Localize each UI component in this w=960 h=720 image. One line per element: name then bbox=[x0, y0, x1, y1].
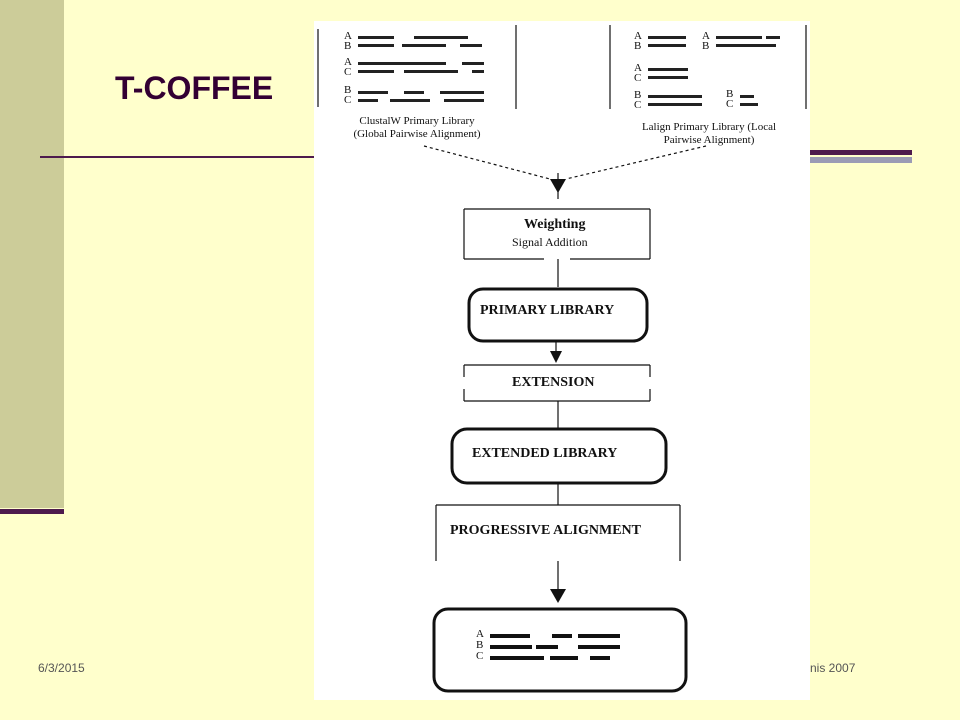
signal-addition-label: Signal Addition bbox=[512, 235, 588, 249]
footer-date: 6/3/2015 bbox=[38, 661, 85, 675]
lalign-seq-b-2: B bbox=[702, 40, 710, 52]
lalign-seq-b-1: B bbox=[634, 40, 642, 52]
lalign-seq-a-2: A bbox=[702, 30, 710, 42]
clustal-caption: ClustalW Primary Library (Global Pairwis… bbox=[332, 115, 502, 141]
footer-author: nis 2007 bbox=[810, 661, 856, 675]
clustal-seq-c-2: C bbox=[344, 94, 352, 106]
lalign-caption-line-2: Pairwise Alignment) bbox=[663, 134, 755, 146]
clustal-caption-line-1: ClustalW Primary Library bbox=[359, 115, 475, 127]
lalign-caption: Lalign Primary Library (Local Pairwise A… bbox=[614, 121, 804, 147]
title-underline bbox=[40, 156, 330, 158]
extension-label: EXTENSION bbox=[512, 375, 595, 390]
extended-library-label: EXTENDED LIBRARY bbox=[472, 446, 618, 461]
slide-title: T-COFFEE bbox=[115, 70, 274, 106]
tcoffee-flowchart-figure: A B A C B C ClustalW Primary Library (Gl… bbox=[314, 21, 810, 700]
lalign-caption-line-1: Lalign Primary Library (Local bbox=[641, 121, 777, 133]
clustal-caption-line-2: (Global Pairwise Alignment) bbox=[353, 128, 481, 140]
title-underline-right bbox=[808, 150, 912, 155]
title-underline-right-shadow bbox=[808, 157, 912, 163]
flowchart-lines bbox=[317, 25, 807, 693]
lalign-seq-b-4: B bbox=[726, 88, 734, 100]
progressive-alignment-label: PROGRESSIVE ALIGNMENT bbox=[450, 523, 641, 538]
weighting-label: Weighting bbox=[524, 217, 586, 232]
clustal-seq-a-1: A bbox=[344, 30, 352, 42]
clustal-seq-a-2: A bbox=[344, 56, 352, 68]
lalign-seq-b-3: B bbox=[634, 89, 642, 101]
clustal-seq-c-1: C bbox=[344, 66, 352, 78]
clustal-seq-b-2: B bbox=[344, 84, 352, 96]
clustal-seq-b-1: B bbox=[344, 40, 352, 52]
final-seq-b: B bbox=[476, 639, 484, 651]
final-seq-c: C bbox=[476, 650, 484, 662]
final-seq-a: A bbox=[476, 628, 484, 640]
lalign-seq-c-1: C bbox=[634, 72, 642, 84]
lalign-seq-a-3: A bbox=[634, 62, 642, 74]
sidebar-edge-accent bbox=[0, 509, 64, 514]
primary-library-label: PRIMARY LIBRARY bbox=[480, 303, 615, 318]
lalign-seq-c-2: C bbox=[634, 99, 642, 111]
lalign-seq-c-3: C bbox=[726, 98, 734, 110]
left-sidebar-bar bbox=[0, 0, 64, 508]
lalign-seq-a-1: A bbox=[634, 30, 642, 42]
